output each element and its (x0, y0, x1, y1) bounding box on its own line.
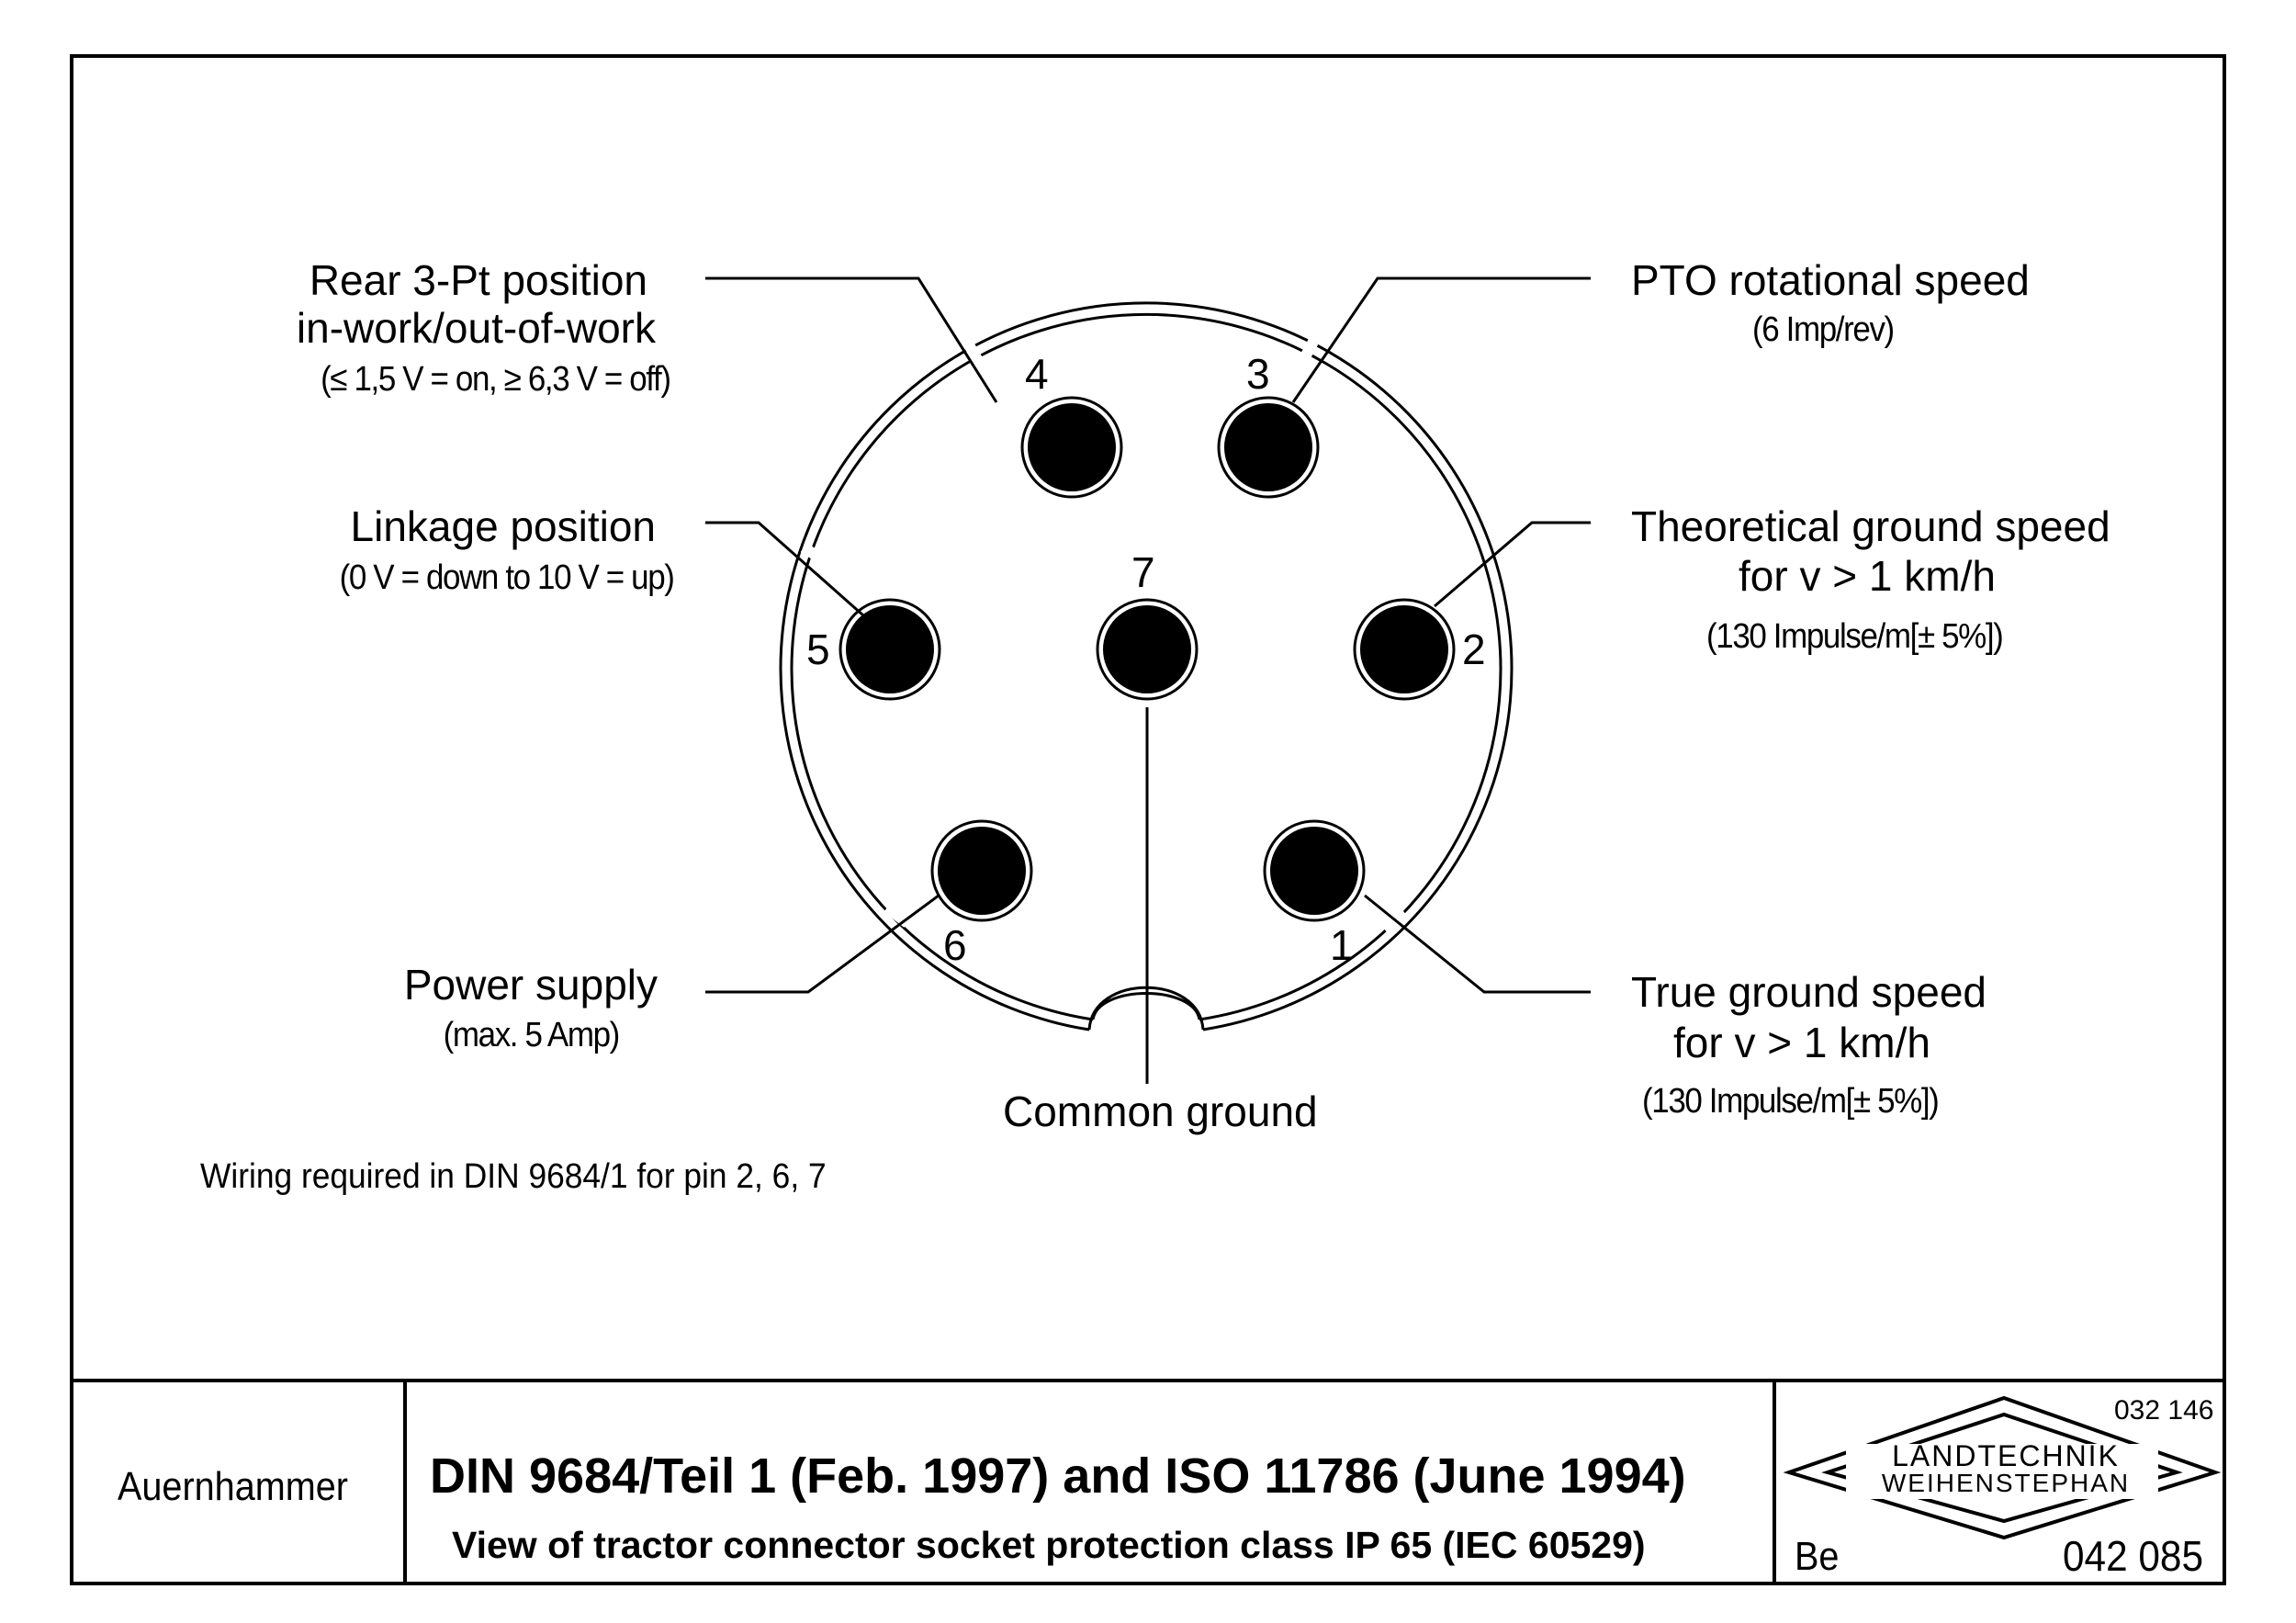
pin-number-6: 6 (943, 921, 967, 969)
wiring-note: Wiring required in DIN 9684/1 for pin 2,… (200, 1157, 827, 1196)
pin-number-4: 4 (1025, 350, 1049, 398)
pin1-title-line2: for v > 1 km/h (1673, 1019, 1930, 1066)
author-name: Auernhammer (118, 1464, 348, 1509)
pin-2 (1353, 598, 1456, 701)
logo-text-line1: LANDTECHNIK (1892, 1439, 2120, 1472)
pin2-title-line1: Theoretical ground speed (1631, 502, 2110, 550)
pin-3 (1217, 396, 1320, 499)
drawing-title: DIN 9684/Teil 1 (Feb. 1997) and ISO 1178… (430, 1448, 1686, 1504)
pin3-title: PTO rotational speed (1631, 256, 2030, 304)
pin7-title: Common ground (1003, 1088, 1318, 1135)
leader-pin2 (1434, 521, 1591, 608)
leader-pin3 (1291, 276, 1591, 403)
logo-chevron (1783, 1395, 2222, 1540)
leader-pin5 (705, 521, 864, 617)
pin4-note: (≤ 1,5 V = on, ≥ 6,3 V = off) (321, 360, 671, 399)
leader-pin1 (1364, 894, 1591, 994)
pin3-note: (6 Imp/rev) (1752, 310, 1895, 349)
pin5-note: (0 V = down to 10 V = up) (340, 558, 675, 597)
pin-6 (930, 819, 1033, 922)
leader-pin6 (705, 894, 940, 994)
drafter-initials: Be (1795, 1534, 1840, 1579)
pin5-title: Linkage position (350, 502, 656, 550)
pin-5 (838, 598, 941, 701)
pin1-note: (130 Impulse/m[± 5%]) (1642, 1082, 1940, 1121)
pin-number-5: 5 (806, 626, 830, 673)
pin4-title-line2: in-work/out-of-work (296, 304, 656, 352)
drawing-frame (70, 54, 2226, 1585)
pin-number-7: 7 (1131, 548, 1155, 596)
socket-inner-ring (790, 312, 1503, 1021)
pin-number-3: 3 (1246, 350, 1270, 398)
pin6-title: Power supply (403, 961, 658, 1009)
pin-number-2: 2 (1462, 626, 1486, 673)
pin-number-1: 1 (1330, 921, 1354, 969)
pin2-title-line2: for v > 1 km/h (1739, 552, 1996, 600)
pin1-title-line1: True ground speed (1631, 968, 1987, 1016)
drawing-number-bottom: 042 085 (2063, 1532, 2203, 1580)
pin-4 (1020, 396, 1123, 499)
pin-7 (1096, 598, 1199, 701)
leader-pin4 (705, 276, 998, 403)
pin2-note: (130 Impulse/m[± 5%]) (1706, 617, 2004, 656)
pin-1 (1263, 819, 1366, 922)
socket-outer-ring (779, 301, 1514, 1031)
logo-text-line2: WEIHENSTEPHAN (1881, 1469, 2131, 1497)
drawing-number-top: 032 146 (2114, 1395, 2214, 1426)
drawing-subtitle: View of tractor connector socket protect… (452, 1524, 1646, 1566)
pin6-note: (max. 5 Amp) (443, 1016, 621, 1054)
pin4-title-line1: Rear 3-Pt position (309, 256, 647, 304)
